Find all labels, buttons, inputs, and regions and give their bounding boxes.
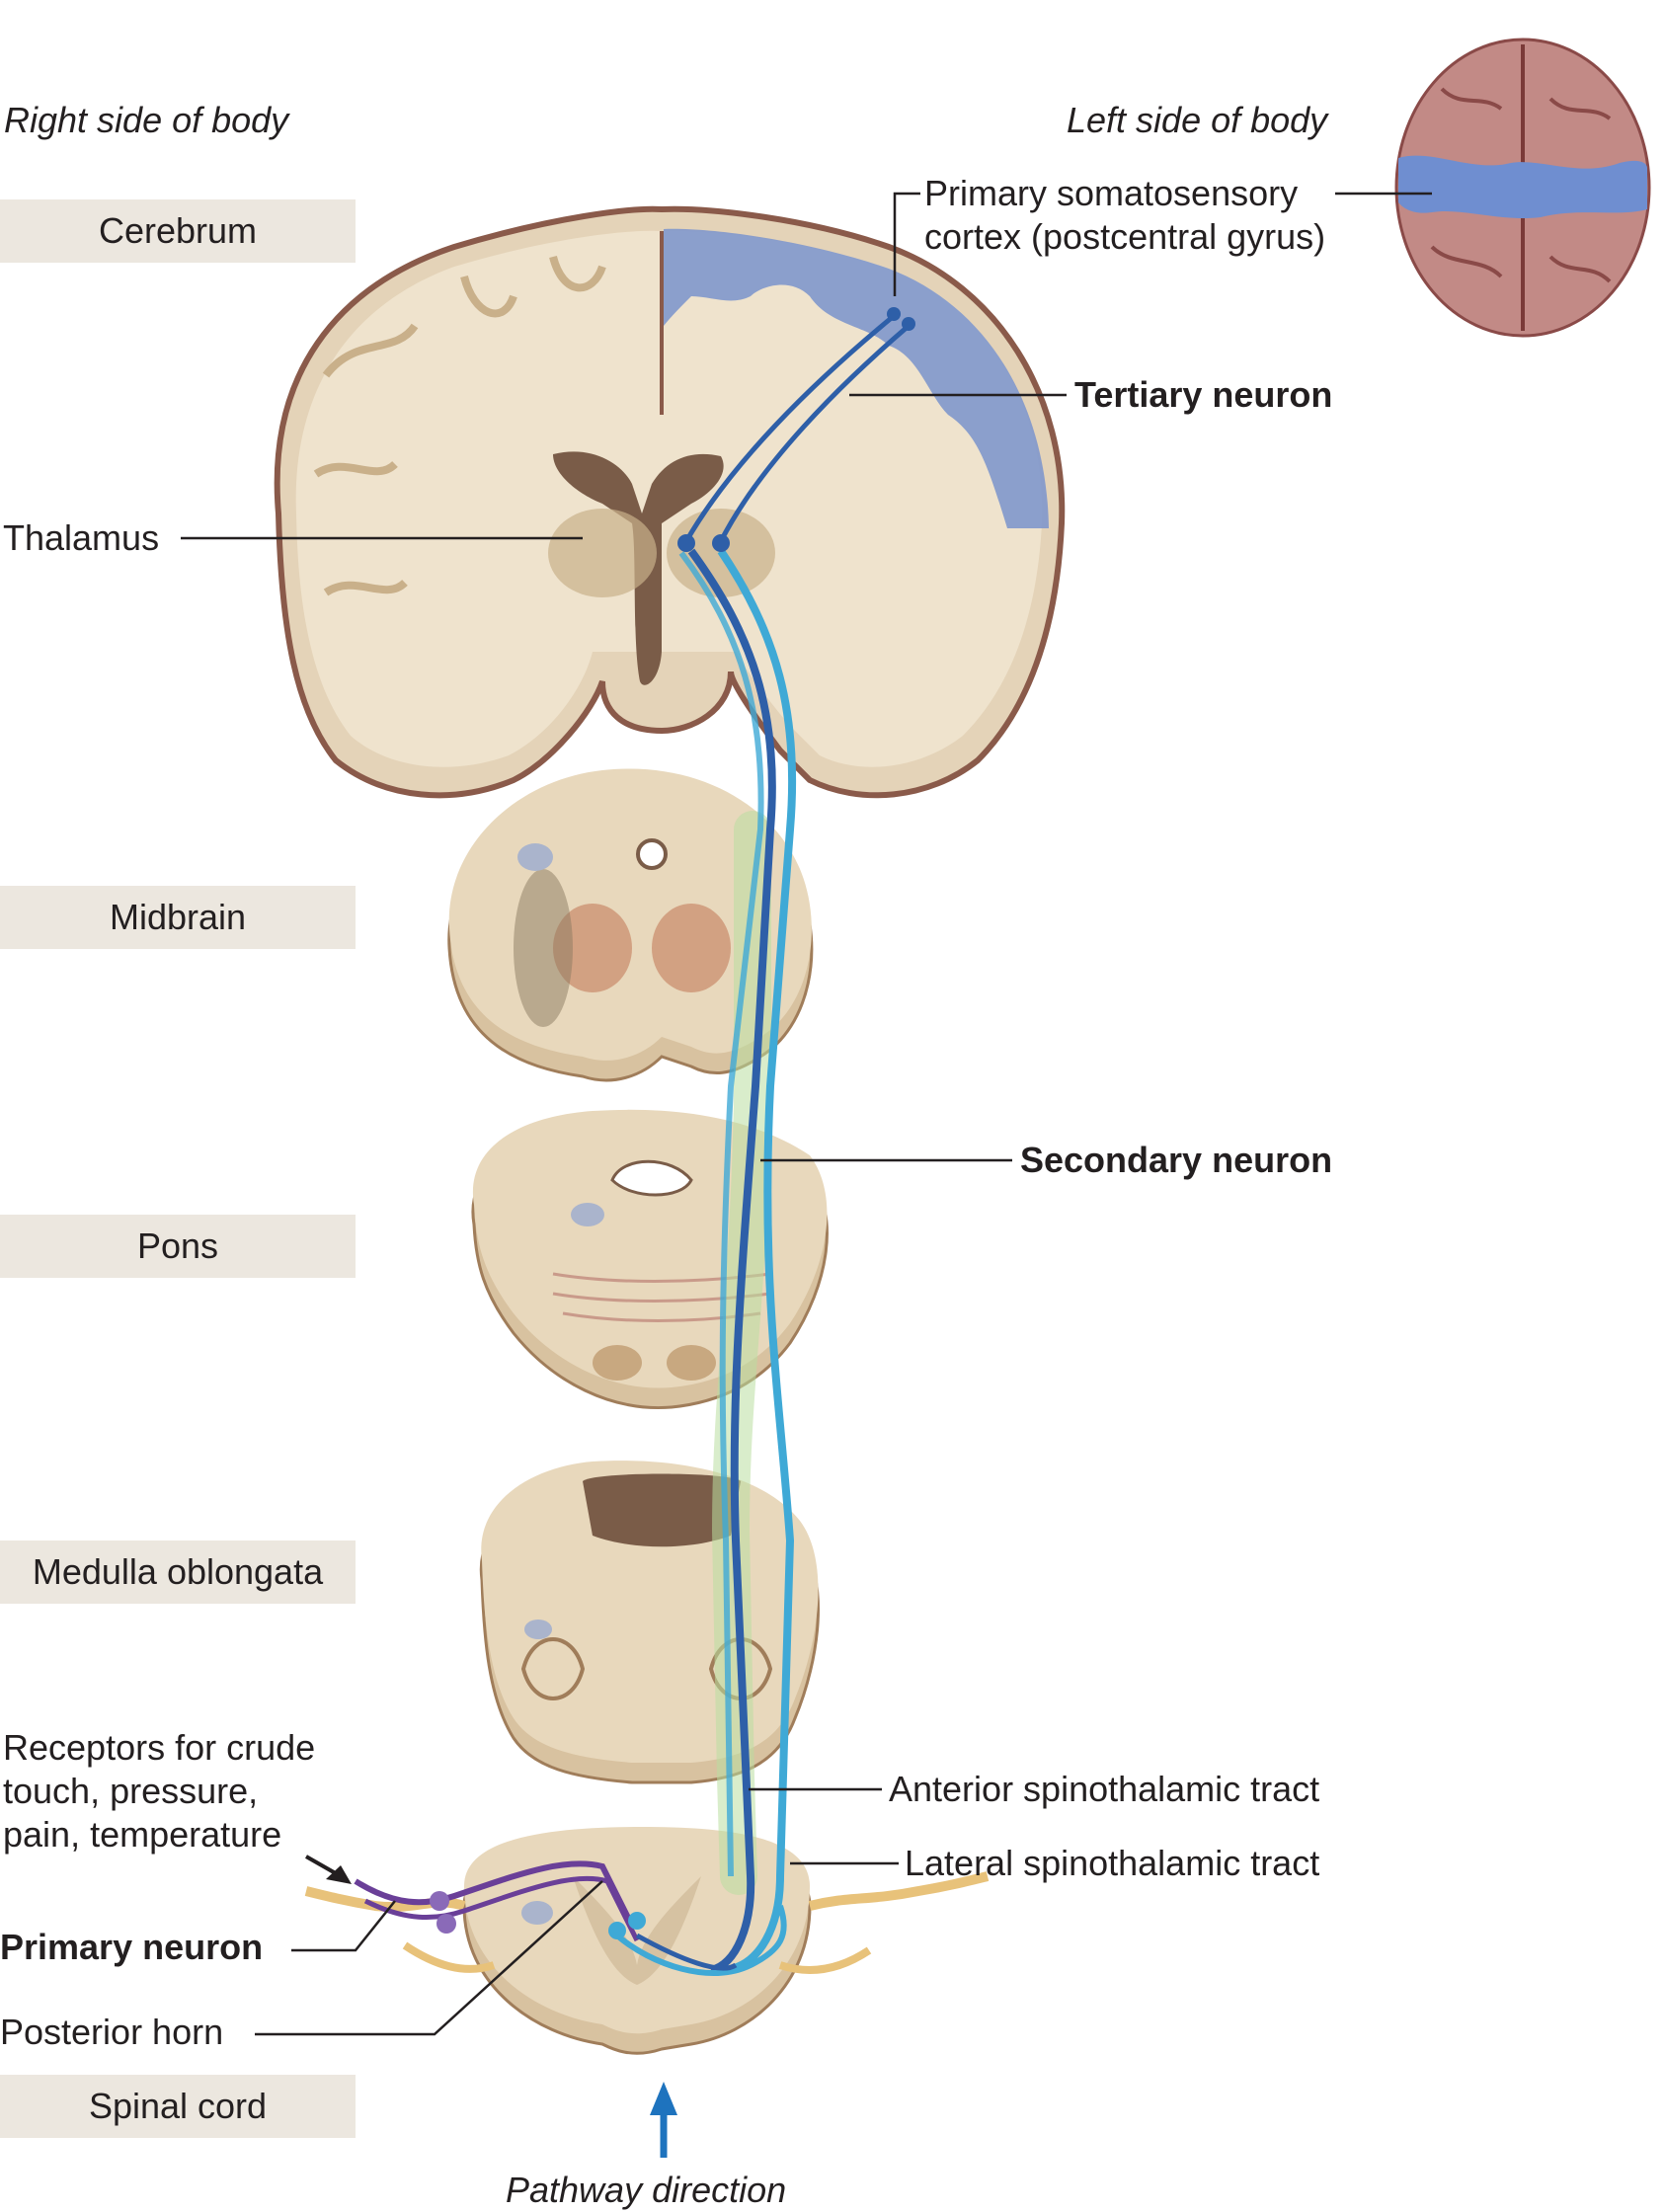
pathway-direction-arrow — [650, 2082, 677, 2158]
leader-lines — [181, 192, 1432, 2036]
pathway-direction-label: Pathway direction — [506, 2170, 787, 2210]
midbrain-section — [447, 768, 814, 1082]
receptors-label-line1: Receptors for crude — [3, 1727, 316, 1768]
level-pons: Pons — [0, 1215, 356, 1278]
thalamus-label: Thalamus — [3, 517, 160, 558]
lateral-tract-label: Lateral spinothalamic tract — [905, 1843, 1320, 1883]
tertiary-neuron-label: Tertiary neuron — [1074, 374, 1333, 415]
cortex-label-line1: Primary somatosensory — [924, 173, 1299, 213]
cerebrum-section — [274, 205, 1066, 799]
posterior-horn-label: Posterior horn — [0, 2012, 224, 2052]
level-cerebrum: Cerebrum — [0, 199, 356, 263]
level-medulla: Medulla oblongata — [0, 1540, 356, 1604]
primary-neuron-label: Primary neuron — [0, 1927, 264, 1967]
cortex-label-line2: cortex (postcentral gyrus) — [924, 216, 1326, 257]
secondary-neuron-label: Secondary neuron — [1020, 1140, 1333, 1180]
left-side-label: Left side of body — [1067, 100, 1328, 140]
level-spinal-cord: Spinal cord — [0, 2075, 356, 2138]
receptors-label-line3: pain, temperature — [3, 1814, 282, 1855]
receptors-label-line2: touch, pressure, — [3, 1771, 259, 1811]
brain-superior-view — [1394, 38, 1651, 338]
anterior-tract-label: Anterior spinothalamic tract — [889, 1769, 1320, 1809]
right-side-label: Right side of body — [4, 100, 289, 140]
medulla-section — [479, 1461, 820, 1784]
level-midbrain: Midbrain — [0, 886, 356, 949]
